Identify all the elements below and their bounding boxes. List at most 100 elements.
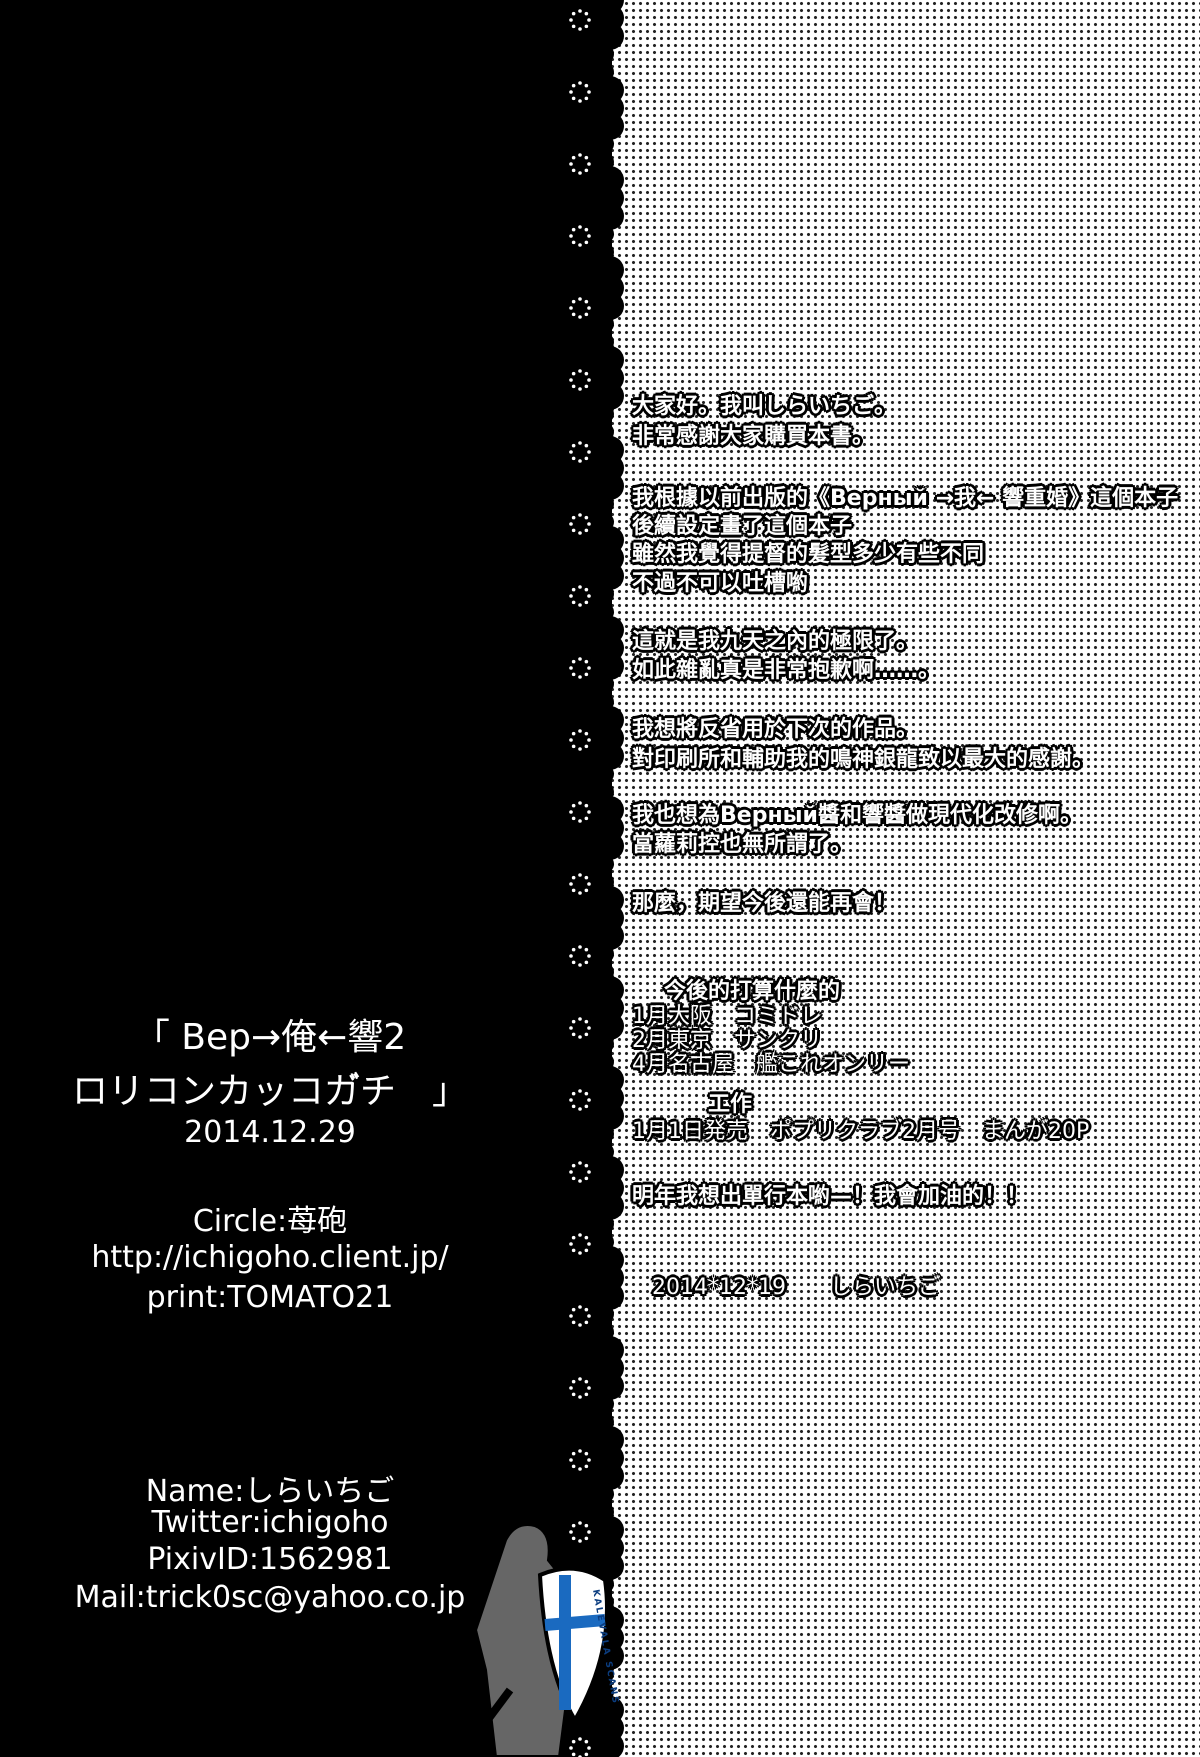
afterword-line: 這就是我九天之內的極限了。 bbox=[632, 629, 919, 654]
lace-flower-dot bbox=[571, 1392, 576, 1397]
lace-flower-dot bbox=[587, 1170, 591, 1174]
afterword-line: 我想將反省用於下次的作品。 bbox=[632, 717, 919, 742]
lace-flower-dot bbox=[584, 1392, 589, 1397]
lace-flower-dot bbox=[587, 666, 591, 670]
lace-flower-dot bbox=[569, 18, 573, 22]
circle-name: Circle:苺砲 bbox=[192, 1204, 348, 1239]
lace-flower-dot bbox=[578, 603, 582, 607]
lace-flower-dot bbox=[569, 1530, 573, 1534]
work-item: 1月1日発売 ポプリクラブ2月号 まんが20P bbox=[632, 1119, 1090, 1144]
twitter-handle: Twitter:ichigoho bbox=[151, 1505, 389, 1540]
lace-flower-dot bbox=[584, 96, 589, 101]
lace-flower-dot bbox=[571, 1019, 576, 1024]
lace-flower-dot bbox=[578, 1251, 582, 1255]
lace-flower-dot bbox=[587, 522, 591, 526]
lace-flower-dot bbox=[584, 888, 589, 893]
lace-flower-dot bbox=[571, 731, 576, 736]
closing-line: 明年我想出單行本喲—！我會加油的！！ bbox=[632, 1184, 1029, 1209]
title-line-2: ロリコンカッコガ゙チ 」 bbox=[71, 1071, 468, 1112]
lace-flower-dot bbox=[587, 1098, 591, 1102]
lace-flower-dot bbox=[578, 1323, 582, 1327]
afterword-line: 我也想為Верный醬和響醬做現代化改修啊。 bbox=[632, 803, 1082, 828]
lace-flower-dot bbox=[578, 1035, 582, 1039]
lace-flower-dot bbox=[578, 315, 582, 319]
lace-flower-dot bbox=[584, 83, 589, 88]
lace-flower-dot bbox=[569, 378, 573, 382]
lace-flower-dot bbox=[569, 522, 573, 526]
lace-flower-dot bbox=[578, 441, 582, 445]
lace-flower-dot bbox=[578, 1539, 582, 1543]
lace-flower-dot bbox=[584, 240, 589, 245]
lace-flower-dot bbox=[571, 384, 576, 389]
lace-flower-dot bbox=[571, 1739, 576, 1744]
lace-flower-dot bbox=[587, 882, 591, 886]
afterword-line: 那麼，期望今後還能再會！ bbox=[632, 891, 897, 916]
lace-flower-dot bbox=[587, 234, 591, 238]
lace-flower-dot bbox=[578, 819, 582, 823]
lace-flower-dot bbox=[584, 1248, 589, 1253]
lace-flower-dot bbox=[578, 891, 582, 895]
lace-flower-dot bbox=[587, 162, 591, 166]
lace-flower-dot bbox=[578, 1161, 582, 1165]
circle-url[interactable]: http://ichigoho.client.jp/ bbox=[91, 1240, 449, 1275]
lace-flower-dot bbox=[587, 594, 591, 598]
lace-border bbox=[560, 0, 624, 1757]
lace-flower-dot bbox=[571, 1176, 576, 1181]
lace-flower-dot bbox=[587, 450, 591, 454]
lace-flower-dot bbox=[578, 459, 582, 463]
afterword-line: 雖然我覺得提督的髮型多少有些不同 bbox=[632, 542, 985, 567]
lace-flower-dot bbox=[569, 954, 573, 958]
lace-flower-dot bbox=[578, 1521, 582, 1525]
pixiv-id: PixivID:1562981 bbox=[147, 1542, 393, 1577]
lace-flower-dot bbox=[584, 1379, 589, 1384]
lace-flower-dot bbox=[584, 1320, 589, 1325]
lace-flower-dot bbox=[584, 155, 589, 160]
lace-flower-dot bbox=[584, 528, 589, 533]
lace-flower-dot bbox=[584, 515, 589, 520]
lace-flower-dot bbox=[571, 227, 576, 232]
lace-flower-dot bbox=[571, 299, 576, 304]
lace-flower-dot bbox=[584, 1536, 589, 1541]
lace-flower-dot bbox=[571, 240, 576, 245]
lace-flower-dot bbox=[584, 384, 589, 389]
lace-flower-dot bbox=[571, 443, 576, 448]
lace-flower-dot bbox=[571, 875, 576, 880]
lace-flower-dot bbox=[571, 96, 576, 101]
lace-flower-dot bbox=[584, 1752, 589, 1757]
lace-flower-dot bbox=[584, 11, 589, 16]
lace-flower-dot bbox=[571, 888, 576, 893]
afterword-line: 後續設定畫了這個本子 bbox=[632, 514, 853, 539]
lace-flower-dot bbox=[571, 11, 576, 16]
lace-flower-dot bbox=[569, 306, 573, 310]
lace-flower-dot bbox=[571, 1379, 576, 1384]
lace-flower-dot bbox=[584, 443, 589, 448]
plan-item: 2月東京 サンクリ bbox=[632, 1028, 822, 1053]
lace-flower-dot bbox=[584, 960, 589, 965]
lace-flower-dot bbox=[578, 171, 582, 175]
lace-flower-dot bbox=[587, 1026, 591, 1030]
lace-flower-dot bbox=[571, 803, 576, 808]
knight-illustration: KALEVALA SCANS bbox=[465, 1522, 620, 1757]
release-date: 2014.12.29 bbox=[184, 1115, 356, 1150]
lace-flower-dot bbox=[571, 1752, 576, 1757]
afterword-line: 大家好。我叫しらいちご。 bbox=[632, 394, 897, 419]
lace-flower-dot bbox=[569, 594, 573, 598]
email[interactable]: Mail:trick0sc@yahoo.co.jp bbox=[74, 1580, 466, 1615]
lace-flower-dot bbox=[569, 882, 573, 886]
afterword-line: 對印刷所和輔助我的鳴神銀龍致以最大的感謝。 bbox=[632, 747, 1095, 772]
lace-flower-dot bbox=[571, 947, 576, 952]
lace-flower-dot bbox=[587, 1746, 591, 1750]
work-heading: 工作 bbox=[708, 1092, 753, 1117]
lace-flower-dot bbox=[569, 162, 573, 166]
lace-flower-dot bbox=[578, 1089, 582, 1093]
plans-heading: 今後的打算什麼的 bbox=[664, 979, 841, 1004]
lace-flower-dot bbox=[578, 873, 582, 877]
lace-flower-dot bbox=[571, 587, 576, 592]
lace-flower-dot bbox=[569, 1386, 573, 1390]
lace-flower-dot bbox=[587, 90, 591, 94]
lace-flower-dot bbox=[578, 801, 582, 805]
lace-flower-dot bbox=[578, 153, 582, 157]
lace-flower-dot bbox=[578, 1449, 582, 1453]
lace-flower-dot bbox=[578, 1395, 582, 1399]
plan-item: 4月名古屋 艦これオンリー bbox=[632, 1052, 910, 1077]
